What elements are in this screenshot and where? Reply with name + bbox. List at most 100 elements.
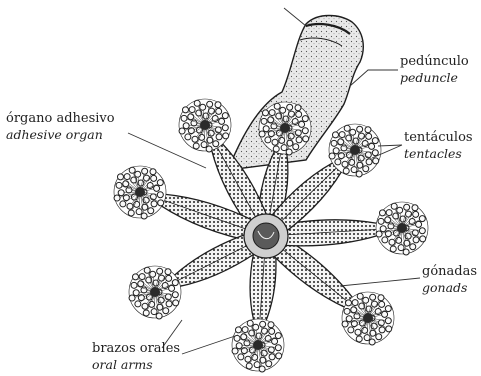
tentacle-knob <box>386 210 392 216</box>
tentacle-knob <box>272 338 278 344</box>
label-tentacles-en: tentacles <box>404 146 462 161</box>
label-adhesive-organ-en: adhesive organ <box>6 127 103 142</box>
tentacle-knob <box>268 117 274 123</box>
tentacle-knob <box>295 105 301 111</box>
tentacle-knob <box>116 182 122 188</box>
tentacle-knob <box>151 309 157 315</box>
tentacle-knob <box>262 110 268 116</box>
tentacle-knob <box>357 126 363 132</box>
tentacle-knob <box>139 274 145 280</box>
label-oral-arms-es: brazos orales <box>92 341 180 356</box>
leader-oral-arms-b <box>182 335 238 354</box>
tentacle-knob <box>342 161 348 167</box>
tentacle-cluster-core <box>253 340 263 350</box>
tentacle-knob <box>335 159 341 165</box>
label-oral-arms-en: oral arms <box>92 357 153 372</box>
tentacle-knob <box>166 275 172 281</box>
tentacle-knob <box>232 348 238 354</box>
tentacle-knob <box>385 306 391 312</box>
tentacle-knob <box>289 111 295 117</box>
tentacle-knob <box>158 200 164 206</box>
tentacle-knob <box>356 171 362 177</box>
tentacle-cluster <box>376 202 428 255</box>
tentacle-knob <box>372 138 378 144</box>
tentacle-knob <box>390 246 396 252</box>
tentacle-knob <box>193 143 199 149</box>
tentacle-knob <box>151 175 157 181</box>
tentacle-knob <box>128 210 134 216</box>
tentacle-knob <box>156 313 162 319</box>
tentacle-knob <box>376 334 382 340</box>
tentacle-knob <box>223 133 229 139</box>
tentacle-knob <box>380 226 386 232</box>
tentacle-knob <box>136 209 142 215</box>
tentacle-knob <box>351 307 357 313</box>
tentacle-knob <box>287 104 293 110</box>
tentacle-knob <box>157 268 163 274</box>
tentacle-knob <box>208 130 214 136</box>
tentacle-cluster <box>232 319 284 372</box>
tentacle-knob <box>362 141 368 147</box>
tentacle-knob <box>150 169 156 175</box>
tentacle-knob <box>369 143 375 149</box>
tentacle-knob <box>275 345 281 351</box>
tentacle-knob <box>147 183 153 189</box>
tentacle-knob <box>296 137 302 143</box>
tentacle-knob <box>345 300 351 306</box>
tentacle-knob <box>266 361 272 367</box>
label-gonads-es: gónadas <box>422 264 477 279</box>
tentacle-knob <box>364 335 370 341</box>
tentacle-knob <box>172 292 178 298</box>
tentacle-knob <box>419 228 425 234</box>
label-tentacles-es: tentáculos <box>404 130 473 145</box>
tentacle-knob <box>129 167 135 173</box>
tentacle-knob <box>259 131 265 137</box>
tentacle-knob <box>207 101 213 107</box>
tentacle-knob <box>144 267 150 273</box>
label-oral-arms: brazos orales oral arms <box>92 341 180 372</box>
tentacle-knob <box>132 274 138 280</box>
label-adhesive-organ-es: órgano adhesivo <box>6 111 115 126</box>
tentacle-knob <box>275 333 281 339</box>
tentacle-cluster-core <box>280 123 290 133</box>
tentacle-knob <box>359 133 365 139</box>
tentacle-knob <box>281 145 287 151</box>
tentacle-knob <box>342 321 348 327</box>
tentacle-knob <box>238 354 244 360</box>
tentacle-cluster-core <box>350 145 360 155</box>
tentacle-knob <box>182 107 188 113</box>
tentacle-knob <box>200 104 206 110</box>
tentacle-knob <box>154 185 160 191</box>
tentacle-knob <box>416 221 422 227</box>
tentacle-knob <box>378 218 384 224</box>
tentacle-knob <box>141 213 147 219</box>
tentacle-knob <box>405 233 411 239</box>
tentacle-knob <box>261 350 267 356</box>
tentacle-knob <box>378 295 384 301</box>
tentacle-knob <box>127 203 133 209</box>
tentacle-knob <box>419 216 425 222</box>
tentacle-knob <box>114 195 120 201</box>
tentacle-knob <box>129 295 135 301</box>
tentacle-knob <box>183 123 189 129</box>
tentacle-knob <box>296 111 302 117</box>
tentacle-knob <box>165 269 171 275</box>
tentacle-knob <box>169 285 175 291</box>
tentacle-knob <box>385 217 391 223</box>
tentacle-knob <box>333 148 339 154</box>
tentacle-knob <box>348 327 354 333</box>
tentacle-knob <box>263 126 269 132</box>
tentacle-knob <box>162 283 168 289</box>
tentacle-knob <box>350 129 356 135</box>
tentacle-knob <box>242 327 248 333</box>
tentacle-knob <box>142 168 148 174</box>
tentacle-knob <box>144 175 150 181</box>
tentacle-knob <box>386 326 392 332</box>
label-tentacles: tentáculos tentacles <box>404 130 473 161</box>
tentacle-knob <box>409 219 415 225</box>
tentacle-knob <box>273 146 279 152</box>
tentacle-cluster-core <box>397 223 407 233</box>
tentacle-knob <box>372 301 378 307</box>
tentacle-knob <box>181 115 187 121</box>
tentacle-knob <box>363 166 369 172</box>
